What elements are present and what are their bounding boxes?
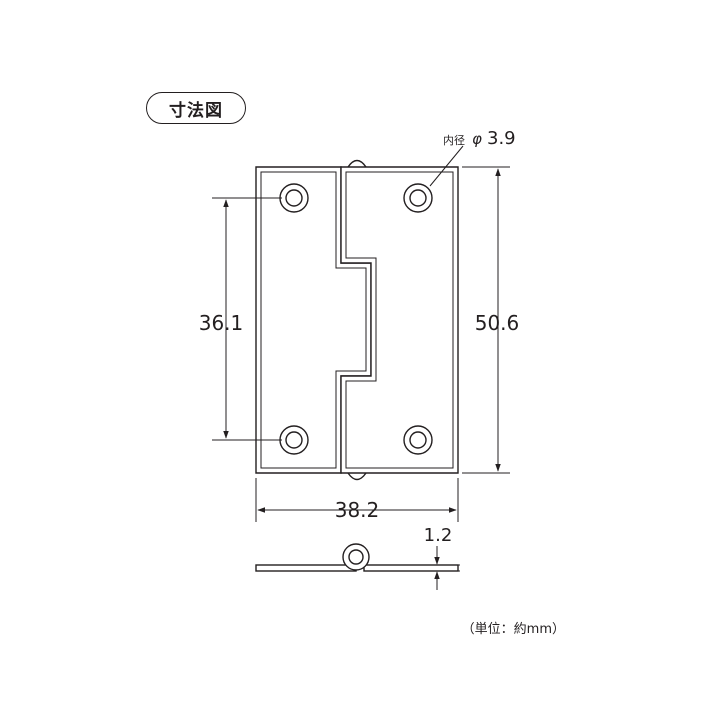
hinge-right-leaf-inner (345, 171, 454, 469)
width-label: 38.2 (335, 498, 380, 522)
title-badge: 寸法図 (146, 92, 246, 124)
knuckle-top (347, 159, 367, 168)
title-text: 寸法図 (169, 100, 223, 121)
thickness-label: 1.2 (424, 525, 453, 546)
hole-top-left (279, 183, 309, 213)
hole-label-prefix: 内径 (443, 133, 465, 147)
side-view-pin (348, 549, 364, 565)
hole-top-right (403, 183, 433, 213)
hole-label-symbol: φ (472, 130, 482, 148)
hole-diameter-label: 3.9 (487, 128, 516, 149)
hinge-right-leaf (340, 166, 459, 474)
unit-note: （単位：約mm） (462, 621, 565, 637)
knuckle-bottom (347, 472, 367, 481)
hole-bottom-left (279, 425, 309, 455)
side-view-knuckle (342, 543, 370, 571)
hole-bottom-right (403, 425, 433, 455)
side-view-left-plate (255, 564, 357, 572)
height-label: 50.6 (475, 311, 520, 335)
hole-spacing-label: 36.1 (199, 311, 244, 335)
hole-leader-line (429, 145, 464, 187)
side-view-right-plate (363, 564, 459, 572)
hinge-left-leaf-inner (260, 171, 367, 469)
